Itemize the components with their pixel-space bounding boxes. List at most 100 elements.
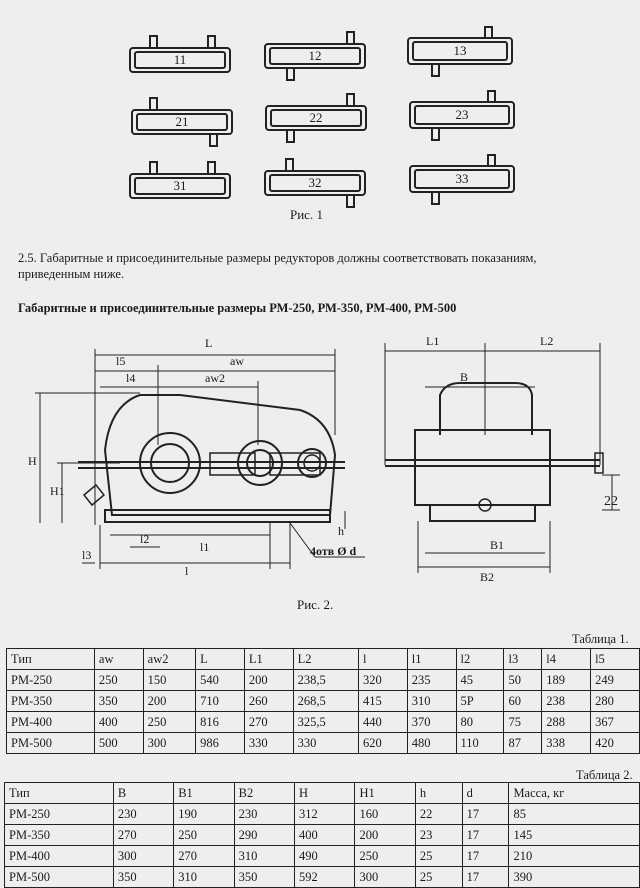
header-cell: H1 (354, 782, 416, 804)
table-cell: 210 (508, 845, 640, 867)
header-cell: d (461, 782, 510, 804)
dim-label-L: L (205, 336, 212, 350)
dim-label-22: 22 (604, 494, 618, 509)
dim-label-l5: l5 (116, 354, 125, 368)
table-cell: 440 (357, 711, 408, 733)
gearbox-variant-31 (129, 161, 231, 199)
gearbox-variant-13 (407, 26, 513, 77)
table-cell: 420 (590, 732, 640, 754)
table-cell: 490 (294, 845, 356, 867)
dim-label-aw: aw (230, 354, 244, 368)
table-cell: 320 (357, 669, 408, 691)
table-row: РМ-500 350 310 350 592 300 25 17 390 (4, 866, 640, 888)
table-cell: 480 (406, 732, 457, 754)
header-cell: B2 (233, 782, 296, 804)
table-2-caption: Таблица 2. (576, 768, 633, 782)
table-row: РМ-350 350 200 710 260 268,5 415 310 5Р … (6, 690, 640, 712)
gearbox-variant-32 (264, 158, 366, 208)
section-heading: Габаритные и присоединительные размеры Р… (18, 301, 457, 315)
table-cell: 200 (354, 824, 416, 846)
table-cell: 250 (354, 845, 416, 867)
header-cell: L2 (292, 648, 359, 670)
table-cell: 986 (195, 732, 245, 754)
header-cell: H (294, 782, 356, 804)
table-row: РМ-500 500 300 986 330 330 620 480 110 8… (6, 732, 640, 754)
dim-label-h: h (338, 524, 344, 538)
table-cell: 415 (357, 690, 408, 712)
dim-label-aw2: aw2 (205, 371, 225, 385)
table-cell: 330 (292, 732, 359, 754)
table-cell: 200 (243, 669, 294, 691)
table-row: РМ-400 300 270 310 490 250 25 17 210 (4, 845, 640, 867)
header-cell: h (414, 782, 463, 804)
variant-label: 32 (309, 175, 322, 190)
paragraph-line-2: приведенным ниже. (18, 267, 125, 281)
table-cell: 592 (294, 866, 356, 888)
dim-label-l2: l2 (140, 532, 149, 546)
table-row: РМ-250 250 150 540 200 238,5 320 235 45 … (6, 669, 640, 691)
header-cell: l2 (455, 648, 505, 670)
table-cell: 190 (173, 803, 235, 825)
dim-label-l3: l3 (82, 548, 91, 562)
table-cell: 145 (508, 824, 640, 846)
table-cell: 250 (142, 711, 197, 733)
table-cell: 87 (503, 732, 543, 754)
table-cell: 350 (112, 866, 175, 888)
header-cell: aw2 (142, 648, 197, 670)
table-cell: 370 (406, 711, 457, 733)
gearbox-variant-11 (129, 35, 231, 73)
dim-label-l4: l4 (126, 371, 135, 385)
variant-label: 11 (174, 52, 187, 67)
dim-label-B1: B1 (490, 538, 504, 552)
table-cell: 540 (195, 669, 245, 691)
table-cell: РМ-500 (4, 866, 114, 888)
variant-label: 12 (309, 48, 322, 63)
table-cell: 249 (590, 669, 640, 691)
table-cell: 338 (541, 732, 592, 754)
figure-1-diagram: 11 12 13 21 22 23 31 32 33 (129, 26, 515, 208)
table-cell: РМ-400 (6, 711, 95, 733)
gearbox-variant-21 (131, 97, 233, 147)
table-cell: РМ-250 (4, 803, 114, 825)
dim-label-L1: L1 (426, 334, 439, 348)
table-cell: 238,5 (292, 669, 359, 691)
gearbox-variant-33 (409, 154, 515, 205)
table-cell: 268,5 (292, 690, 359, 712)
table-cell: 23 (414, 824, 463, 846)
table-cell: 310 (406, 690, 457, 712)
table-cell: 60 (503, 690, 543, 712)
table-cell: 350 (93, 690, 144, 712)
table-cell: 300 (112, 845, 175, 867)
table-cell: 80 (455, 711, 505, 733)
table-cell: 390 (508, 866, 640, 888)
header-cell: Масса, кг (508, 782, 640, 804)
table-cell: 288 (541, 711, 592, 733)
paragraph-line-1: 2.5. Габаритные и присоединительные разм… (18, 251, 537, 265)
gearbox-variant-12 (264, 31, 366, 81)
table-cell: 325,5 (292, 711, 359, 733)
table-cell: 230 (112, 803, 175, 825)
table-cell: 350 (233, 866, 296, 888)
table-header-row: Тип B B1 B2 H H1 h d Масса, кг (4, 782, 640, 804)
table-cell: 17 (461, 866, 510, 888)
figure-2-caption: Рис. 2. (297, 597, 334, 612)
figure-2-diagram: L l5 aw l4 aw2 H H1 l2 l1 l3 l h 4отв Ø … (28, 334, 620, 584)
gearbox-variant-22 (265, 93, 367, 143)
table-1-caption: Таблица 1. (572, 632, 629, 646)
table-row: РМ-250 230 190 230 312 160 22 17 85 (4, 803, 640, 825)
table-cell: 500 (93, 732, 144, 754)
table-cell: РМ-350 (6, 690, 95, 712)
table-cell: 25 (414, 866, 463, 888)
table-cell: РМ-500 (6, 732, 95, 754)
table-cell: 75 (503, 711, 543, 733)
table-cell: РМ-250 (6, 669, 95, 691)
table-header-row: Тип aw aw2 L L1 L2 l l1 l2 l3 l4 l5 (6, 648, 640, 670)
table-cell: 270 (112, 824, 175, 846)
dim-label-L2: L2 (540, 334, 553, 348)
table-cell: 5Р (455, 690, 505, 712)
figure-1-caption: Рис. 1 (290, 207, 323, 222)
variant-label: 31 (174, 178, 187, 193)
variant-label: 33 (456, 171, 469, 186)
table-cell: 25 (414, 845, 463, 867)
table-cell: 200 (142, 690, 197, 712)
